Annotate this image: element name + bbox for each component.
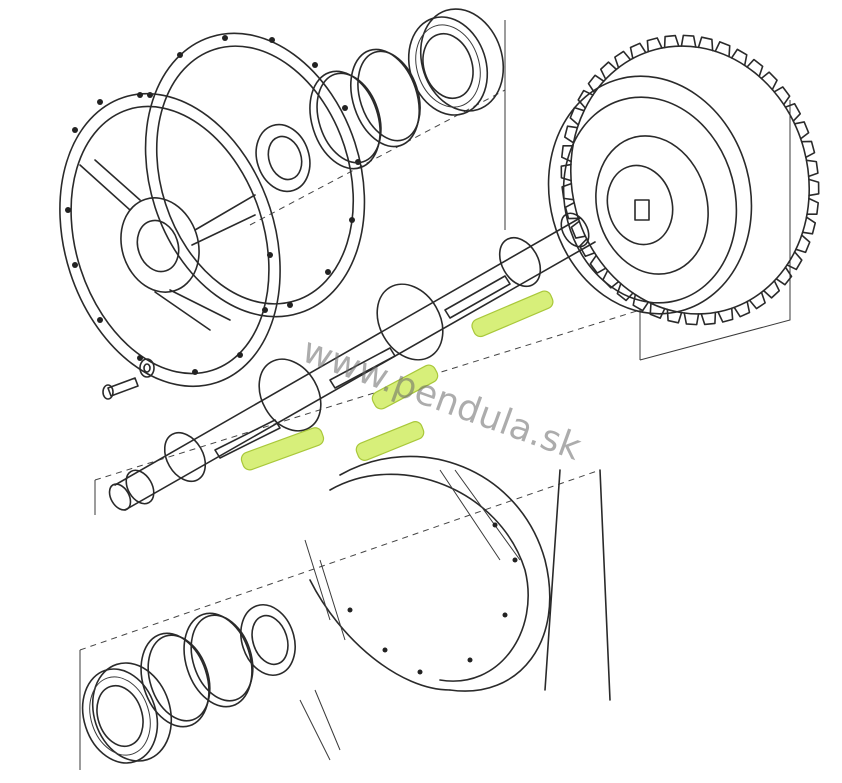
shaft-key-1 [471,290,554,338]
gear-tooth [746,58,764,78]
gear-tooth [563,125,579,144]
gear-tooth [666,308,683,324]
gear-tooth [786,251,803,271]
cover-plate-rear [144,32,366,318]
gear-tooth [561,182,575,201]
gear-tooth [748,291,766,310]
gear-tooth [800,140,816,159]
main-shaft [108,212,596,511]
gear-tooth [760,71,778,91]
snap-rings-upper [309,48,421,170]
gear-tooth [801,216,817,235]
gear-tooth [683,312,700,326]
gear-tooth [773,86,791,106]
alignment-lines [79,20,791,770]
snap-rings-lower [140,604,296,728]
gear-tooth [587,74,605,94]
shaft-key-2 [371,364,439,410]
shaft-key-4 [355,421,425,461]
watermark-text: www.pendula.sk [297,330,587,469]
gear-tooth [700,311,717,326]
gear-tooth [602,269,620,289]
gear-tooth [697,36,714,52]
gear-tooth [775,266,793,286]
gear-tooth [680,34,697,48]
gear-tooth [795,234,811,254]
roller-bearing-lower [81,662,173,764]
drum-housing [299,455,611,761]
shaft-keys [240,290,554,471]
gear-tooth [805,159,819,178]
gear-tooth [616,282,634,302]
gear-teeth [560,34,820,326]
gear-tooth [784,102,802,122]
gear-tooth [806,197,820,216]
gear-tooth [733,300,751,318]
gear-tooth [614,50,632,69]
gear-tooth [649,302,666,319]
gear-tooth [578,238,596,258]
gear-tooth [564,201,580,220]
gear-tooth [717,307,734,323]
roller-bearing-upper [407,8,505,116]
gear-tooth [599,61,618,80]
gear-tooth [560,144,574,163]
bolt-with-washer [102,358,155,400]
gear-tooth [808,178,820,197]
gear-tooth [762,280,781,299]
gear-tooth [714,41,731,58]
gear-tooth [730,48,748,67]
gear-tooth [646,37,663,53]
gear-tooth [793,121,810,140]
gear-tooth [560,163,572,182]
gear-tooth [570,220,587,239]
gear-tooth [629,42,647,60]
spur-gear [547,34,820,326]
gear-tooth [632,293,650,312]
gear-tooth [577,89,594,109]
oil-seal-upper [255,123,311,193]
shaft-key-3 [240,427,325,471]
gear-tooth [589,254,607,274]
gear-tooth [663,34,680,49]
gear-tooth [569,106,585,126]
cover-plate-front [59,92,281,388]
